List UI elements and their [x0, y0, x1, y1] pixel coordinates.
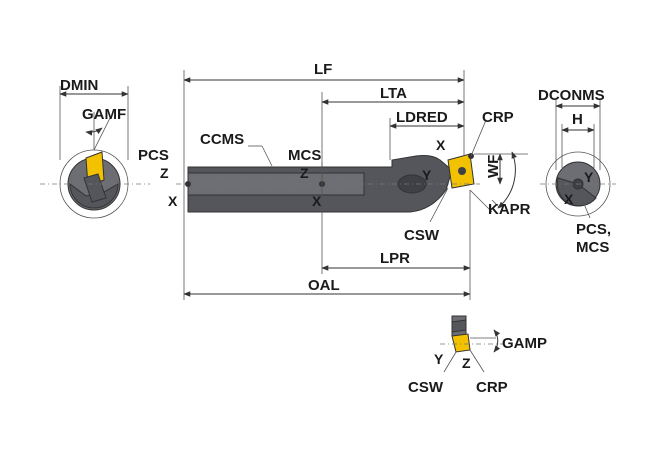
pcs-point	[185, 181, 191, 187]
dconms-label: DCONMS	[538, 87, 605, 104]
mcs-x-axis: X	[312, 193, 322, 209]
kapr-angle-arc	[497, 151, 517, 209]
gamp-angle-arc	[493, 329, 501, 353]
main-side-view	[176, 70, 528, 300]
end-view-clamp	[83, 173, 107, 203]
gamf-label: GAMF	[82, 106, 126, 123]
lf-label: LF	[314, 61, 332, 78]
pcs-mcs-label-line1: PCS,	[576, 221, 611, 238]
mcs-label: MCS	[288, 147, 321, 164]
kapr-label: KAPR	[488, 201, 531, 218]
pcs-x-axis: X	[168, 193, 178, 209]
ldred-label: LDRED	[396, 109, 448, 126]
wf-label: WF	[485, 155, 502, 178]
crp-x-axis: X	[436, 137, 446, 153]
lta-label: LTA	[380, 85, 407, 102]
detail-z-axis: Z	[462, 355, 471, 371]
detail-y-axis: Y	[434, 351, 444, 367]
pcs-mcs-label-line2: MCS	[576, 239, 609, 256]
left-end-view	[40, 86, 150, 219]
oal-label: OAL	[308, 277, 340, 294]
gamf-angle-arc	[85, 127, 103, 136]
insert-screw	[458, 167, 466, 175]
csw-bottom-label: CSW	[408, 379, 444, 396]
insert-detail-view	[440, 315, 504, 373]
dmin-label: DMIN	[60, 77, 98, 94]
right-end-view-outline	[545, 151, 611, 217]
crp-label: CRP	[482, 109, 514, 126]
detail-insert	[451, 333, 471, 353]
right-x-axis: X	[564, 191, 574, 207]
crp-bottom-label: CRP	[476, 379, 508, 396]
detail-clamp	[451, 319, 467, 333]
mcs-z-axis: Z	[300, 165, 309, 181]
pcs-z-axis: Z	[160, 165, 169, 181]
gamp-label: GAMP	[502, 335, 547, 352]
lpr-label: LPR	[380, 250, 410, 267]
pcs-label: PCS	[138, 147, 169, 164]
crp-y-axis: Y	[422, 167, 432, 183]
right-end-view-shadow	[556, 177, 597, 207]
right-y-axis: Y	[584, 169, 594, 185]
csw-label: CSW	[404, 227, 440, 244]
h-label: H	[572, 111, 583, 128]
ccms-label: CCMS	[200, 131, 244, 148]
right-end-view	[540, 100, 616, 219]
